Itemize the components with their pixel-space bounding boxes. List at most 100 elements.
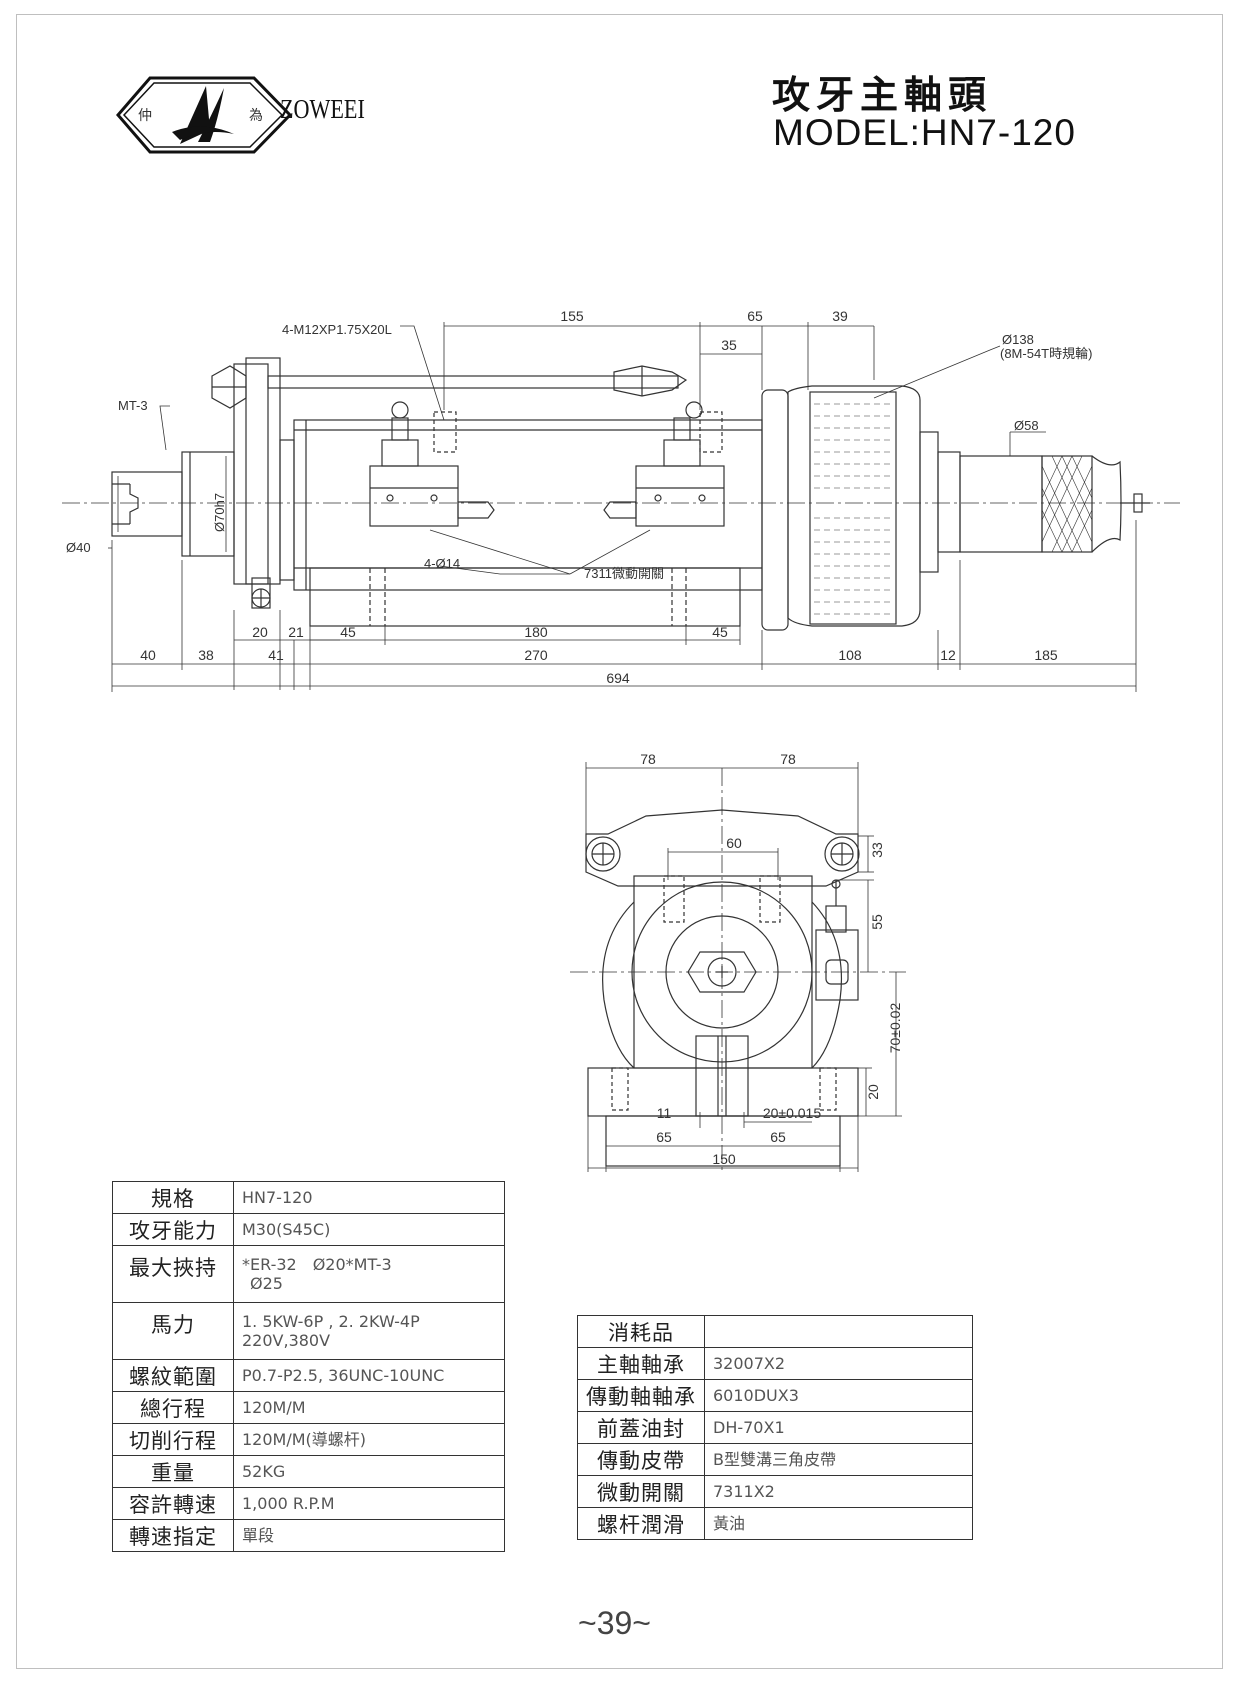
dim-39: 39 xyxy=(832,308,848,324)
dim-40: 40 xyxy=(140,647,156,663)
table-row: 傳動軸軸承 6010DUX3 xyxy=(577,1379,973,1412)
table-row: 總行程 120M/M xyxy=(112,1391,505,1424)
consumable-value: B型雙溝三角皮帶 xyxy=(704,1443,973,1476)
spec-label: 切削行程 xyxy=(112,1423,234,1456)
model-number: MODEL:HN7-120 xyxy=(773,112,1076,153)
spec-value: HN7-120 xyxy=(233,1181,505,1214)
consumable-label: 螺杆潤滑 xyxy=(577,1507,705,1540)
spec-value: 52KG xyxy=(233,1455,505,1488)
dim-41: 41 xyxy=(268,647,284,663)
dim-150: 150 xyxy=(712,1151,736,1167)
dim-21: 21 xyxy=(288,624,304,640)
spec-table: 規格 HN7-120 攻牙能力 M30(S45C) 最大挾持 *ER-32 Ø2… xyxy=(112,1181,505,1552)
dim-38: 38 xyxy=(198,647,214,663)
dim-78-left: 78 xyxy=(640,751,656,767)
switch-label: 7311微動開關 xyxy=(584,566,664,581)
page-frame xyxy=(16,14,1223,1669)
spec-label: 攻牙能力 xyxy=(112,1213,234,1246)
spec-label: 馬力 xyxy=(112,1302,234,1360)
spec-value: 單段 xyxy=(233,1519,505,1552)
dim-20: 20 xyxy=(252,624,268,640)
table-row: 重量 52KG xyxy=(112,1455,505,1488)
dim-694: 694 xyxy=(606,670,630,686)
spec-value: 1,000 R.P.M xyxy=(233,1487,505,1520)
consumable-label: 前蓋油封 xyxy=(577,1411,705,1444)
spec-label: 容許轉速 xyxy=(112,1487,234,1520)
dim-65-left: 65 xyxy=(656,1129,672,1145)
page-title: 攻牙主軸頭 xyxy=(772,73,993,117)
dim-35: 35 xyxy=(721,337,737,353)
table-row: 最大挾持 *ER-32 Ø20*MT-3 Ø25 xyxy=(112,1245,505,1303)
table-row: 攻牙能力 M30(S45C) xyxy=(112,1213,505,1246)
table-row: 前蓋油封 DH-70X1 xyxy=(577,1411,973,1444)
table-row: 螺紋範圍 P0.7-P2.5, 36UNC-10UNC xyxy=(112,1359,505,1392)
brand-name: ZOWEEI xyxy=(280,94,365,124)
tool-diameter-label: Ø40 xyxy=(66,540,91,555)
dim-155: 155 xyxy=(560,308,584,324)
table-row: 轉速指定 單段 xyxy=(112,1519,505,1552)
consumable-value: DH-70X1 xyxy=(704,1411,973,1444)
pulley-diameter-label: Ø138 xyxy=(1002,332,1034,347)
dim-65-top: 65 xyxy=(747,308,763,324)
spec-value-line1: 1. 5KW-6P , 2. 2KW-4P xyxy=(242,1312,420,1331)
logo-char-right: 為 xyxy=(249,107,263,123)
mt-label: MT-3 xyxy=(118,398,148,413)
logo-char-left: 仲 xyxy=(138,107,152,123)
spec-value: 120M/M(導螺杆) xyxy=(233,1423,505,1456)
dim-78-right: 78 xyxy=(780,751,796,767)
spec-value: 1. 5KW-6P , 2. 2KW-4P 220V,380V xyxy=(233,1302,505,1360)
holes-label: 4-Ø14 xyxy=(424,556,460,571)
consumables-table: 消耗品 主軸軸承 32007X2 傳動軸軸承 6010DUX3 前蓋油封 DH-… xyxy=(577,1315,973,1540)
dim-12: 12 xyxy=(940,647,956,663)
table-row: 傳動皮帶 B型雙溝三角皮帶 xyxy=(577,1443,973,1476)
spec-label: 重量 xyxy=(112,1455,234,1488)
table-row: 螺杆潤滑 黃油 xyxy=(577,1507,973,1540)
pulley-spec-label: (8M-54T時規輪) xyxy=(1000,346,1092,361)
table-row: 規格 HN7-120 xyxy=(112,1181,505,1214)
dim-20-tolerance: 20±0.015 xyxy=(763,1105,822,1121)
consumable-label: 傳動軸軸承 xyxy=(577,1379,705,1412)
dim-33: 33 xyxy=(869,842,885,858)
table-row: 切削行程 120M/M(導螺杆) xyxy=(112,1423,505,1456)
spec-value: 120M/M xyxy=(233,1391,505,1424)
consumables-header: 消耗品 xyxy=(577,1315,705,1348)
consumable-label: 微動開關 xyxy=(577,1475,705,1508)
nose-diameter-label: Ø70h7 xyxy=(212,493,227,532)
table-row: 馬力 1. 5KW-6P , 2. 2KW-4P 220V,380V xyxy=(112,1302,505,1360)
spec-label: 螺紋範圍 xyxy=(112,1359,234,1392)
dim-60: 60 xyxy=(726,835,742,851)
dim-55: 55 xyxy=(869,914,885,930)
dim-65-right: 65 xyxy=(770,1129,786,1145)
spec-value: M30(S45C) xyxy=(233,1213,505,1246)
dim-108: 108 xyxy=(838,647,862,663)
dim-270: 270 xyxy=(524,647,548,663)
spec-label: 規格 xyxy=(112,1181,234,1214)
table-row: 主軸軸承 32007X2 xyxy=(577,1347,973,1380)
consumable-value: 6010DUX3 xyxy=(704,1379,973,1412)
spec-value: P0.7-P2.5, 36UNC-10UNC xyxy=(233,1359,505,1392)
spec-value: *ER-32 Ø20*MT-3 Ø25 xyxy=(233,1245,505,1303)
consumable-value: 32007X2 xyxy=(704,1347,973,1380)
table-header-row: 消耗品 xyxy=(577,1315,973,1348)
table-row: 容許轉速 1,000 R.P.M xyxy=(112,1487,505,1520)
dim-180: 180 xyxy=(524,624,548,640)
consumable-value: 7311X2 xyxy=(704,1475,973,1508)
dim-70-tolerance: 70±0.02 xyxy=(887,1003,903,1054)
spec-label: 最大挾持 xyxy=(112,1245,234,1303)
dim-185: 185 xyxy=(1034,647,1058,663)
spec-value-line2: Ø25 xyxy=(250,1274,283,1293)
dim-45-right: 45 xyxy=(712,624,728,640)
dim-11: 11 xyxy=(657,1105,672,1121)
shaft-diameter-label: Ø58 xyxy=(1014,418,1039,433)
table-row: 微動開關 7311X2 xyxy=(577,1475,973,1508)
dim-45-left: 45 xyxy=(340,624,356,640)
zoweei-logo: 仲 為 xyxy=(116,76,293,154)
consumables-header-empty xyxy=(704,1315,973,1348)
dim-20-vertical: 20 xyxy=(865,1084,881,1100)
spec-value-line2: 220V,380V xyxy=(242,1331,331,1350)
spec-label: 轉速指定 xyxy=(112,1519,234,1552)
spec-value-line1: *ER-32 Ø20*MT-3 xyxy=(242,1255,392,1274)
consumable-label: 主軸軸承 xyxy=(577,1347,705,1380)
consumable-label: 傳動皮帶 xyxy=(577,1443,705,1476)
